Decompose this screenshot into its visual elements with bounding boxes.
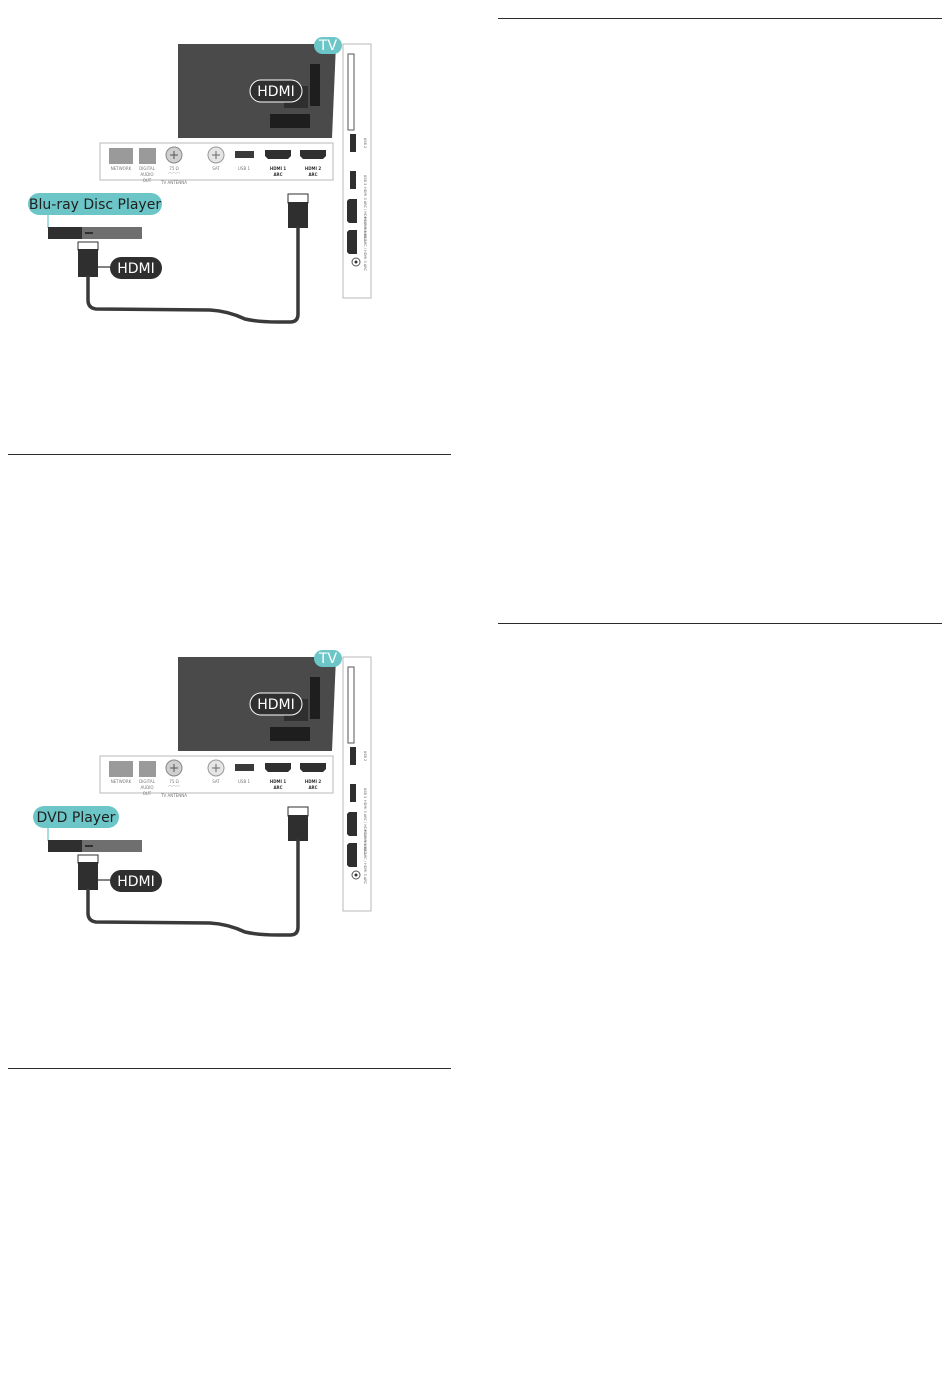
hdmi4-port-icon xyxy=(347,843,357,867)
sat-port-label: SAT xyxy=(212,779,220,784)
tv-badge-label: TV xyxy=(318,38,338,54)
connection-diagram-bluray: TV HDMI NETWORK DIGITAL AUDIO OUT 75 Ω ⌒… xyxy=(0,30,470,370)
ci-slot-icon xyxy=(347,666,355,744)
hdmi1-port-label: HDMI 1 xyxy=(270,166,287,171)
sat-port-label: SAT xyxy=(212,166,220,171)
hdmi4-port-icon xyxy=(347,230,357,254)
hdmi-plug-base xyxy=(270,727,310,741)
device-hdmi-plug xyxy=(77,854,99,864)
hdmi2-port-label: HDMI 2 xyxy=(305,779,322,784)
usb2-port-label: USB 2 xyxy=(363,138,367,149)
divider-right-1 xyxy=(498,18,942,19)
hdmi2-port-icon xyxy=(300,150,326,159)
hdmi1-arc-label: ARC xyxy=(273,785,282,790)
digital-audio-label-1: DIGITAL xyxy=(139,166,155,171)
hdmi-device-label-pill: HDMI xyxy=(110,257,162,279)
hdmi-cable xyxy=(86,839,300,937)
tv-hdmi-plug xyxy=(287,193,309,204)
hdmi3-port-label: HDMI 3 ARC / HDMI 4 MHL ARC xyxy=(363,187,367,242)
antenna-label-1: 75 Ω xyxy=(169,166,178,171)
ci-slot-icon xyxy=(347,53,355,131)
usb3-port-label: USB 3 xyxy=(363,788,367,799)
hdmi1-arc-label: ARC xyxy=(273,172,282,177)
usb1-port-icon xyxy=(235,151,254,158)
divider-left-1 xyxy=(8,454,451,455)
network-port-icon xyxy=(109,761,133,777)
antenna-label-3: TV ANTENNA xyxy=(160,793,187,798)
hdmi3-port-label: HDMI 3 ARC / HDMI 4 MHL ARC xyxy=(363,800,367,855)
digital-audio-label-3: OUT xyxy=(143,791,152,796)
hdmi2-port-label: HDMI 2 xyxy=(305,166,322,171)
hdmi3-port-icon xyxy=(347,199,357,223)
digital-audio-port-icon xyxy=(139,148,156,164)
usb1-port-label: USB 1 xyxy=(238,166,250,171)
usb3-port-icon xyxy=(350,784,356,802)
antenna-label-2: ⌒⌒⌒ xyxy=(168,171,180,177)
network-port-icon xyxy=(109,148,133,164)
tv-side-slot xyxy=(310,64,320,106)
tv-badge: TV xyxy=(314,650,342,667)
device-label-pill: DVD Player xyxy=(33,806,119,828)
connection-diagram-dvd: TV HDMI NETWORK DIGITAL AUDIO OUT 75 Ω ⌒… xyxy=(0,643,470,983)
hdmi3-port-icon xyxy=(347,812,357,836)
hdmi-tv-label: HDMI xyxy=(257,84,295,100)
device-hdmi-plug xyxy=(77,241,99,251)
tv-side-slot xyxy=(310,677,320,719)
hdmi-plug-base xyxy=(270,114,310,128)
hdmi4-port-label: HDMI 4 MHL ARC / HDMI 3 ARC xyxy=(363,830,367,885)
digital-audio-port-icon xyxy=(139,761,156,777)
usb2-port-icon xyxy=(350,134,356,152)
hdmi-tv-label-pill: HDMI xyxy=(249,79,303,103)
device-label: Blu-ray Disc Player xyxy=(29,197,161,213)
tv-badge: TV xyxy=(314,37,342,54)
hdmi4-port-label: HDMI 4 MHL ARC / HDMI 3 ARC xyxy=(363,217,367,272)
hdmi-cable xyxy=(86,226,300,324)
hdmi2-arc-label: ARC xyxy=(308,785,317,790)
hdmi1-port-icon xyxy=(265,763,291,772)
usb2-port-icon xyxy=(350,747,356,765)
usb1-port-label: USB 1 xyxy=(238,779,250,784)
tv-side-panel xyxy=(342,43,372,299)
hdmi1-port-icon xyxy=(265,150,291,159)
network-port-label: NETWORK xyxy=(111,779,132,784)
digital-audio-label-1: DIGITAL xyxy=(139,779,155,784)
usb1-port-icon xyxy=(235,764,254,771)
device-label: DVD Player xyxy=(37,810,116,826)
antenna-label-2: ⌒⌒⌒ xyxy=(168,784,180,790)
hdmi-device-label-pill: HDMI xyxy=(110,870,162,892)
usb3-port-label: USB 3 xyxy=(363,175,367,186)
hdmi2-port-icon xyxy=(300,763,326,772)
digital-audio-label-3: OUT xyxy=(143,178,152,183)
hdmi-tv-label-pill: HDMI xyxy=(249,692,303,716)
hdmi-tv-label: HDMI xyxy=(257,697,295,713)
antenna-label-1: 75 Ω xyxy=(169,779,178,784)
divider-right-2 xyxy=(498,623,942,624)
tv-hdmi-plug xyxy=(287,806,309,817)
hdmi-device-label: HDMI xyxy=(117,261,155,277)
device-label-pill: Blu-ray Disc Player xyxy=(28,193,162,215)
antenna-label-3: TV ANTENNA xyxy=(160,180,187,185)
usb3-port-icon xyxy=(350,171,356,189)
usb2-port-label: USB 2 xyxy=(363,751,367,762)
network-port-label: NETWORK xyxy=(111,166,132,171)
hdmi-device-label: HDMI xyxy=(117,874,155,890)
digital-audio-label-2: AUDIO xyxy=(140,172,153,177)
divider-left-2 xyxy=(8,1068,451,1069)
hdmi2-arc-label: ARC xyxy=(308,172,317,177)
tv-badge-label: TV xyxy=(318,651,338,667)
hdmi1-port-label: HDMI 1 xyxy=(270,779,287,784)
digital-audio-label-2: AUDIO xyxy=(140,785,153,790)
